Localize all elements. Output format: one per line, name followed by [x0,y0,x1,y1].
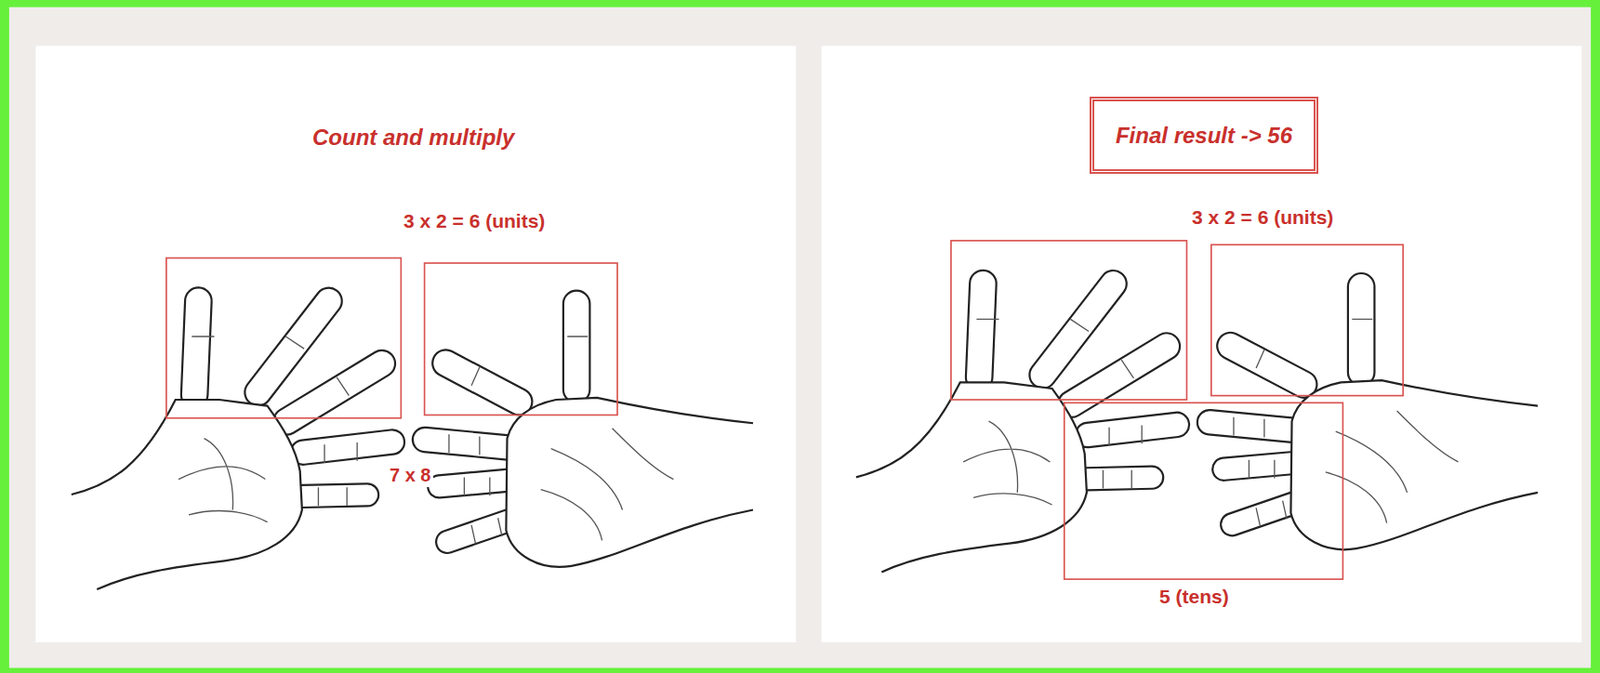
right-panel [821,45,1583,643]
raised-fingers-box [1211,244,1403,396]
units-note: 3 x 2 = 6 (units) [1191,206,1334,229]
tens-fingers-box [1064,402,1344,580]
raised-fingers-box [166,258,401,419]
left-panel [35,45,796,643]
grey-ground [9,7,1591,669]
problem-label: 7 x 8 [386,463,434,488]
hands [71,282,754,590]
result-box: Final result -> 56 [1089,96,1319,174]
raised-fingers-box [951,240,1188,400]
raised-fingers-box [424,263,618,415]
tens-note: 5 (tens) [1159,585,1230,609]
hands [856,264,1538,572]
units-note: 3 x 2 = 6 (units) [403,210,545,233]
result-text: Final result -> 56 [1115,122,1293,149]
panel-heading: Count and multiply [312,124,515,151]
